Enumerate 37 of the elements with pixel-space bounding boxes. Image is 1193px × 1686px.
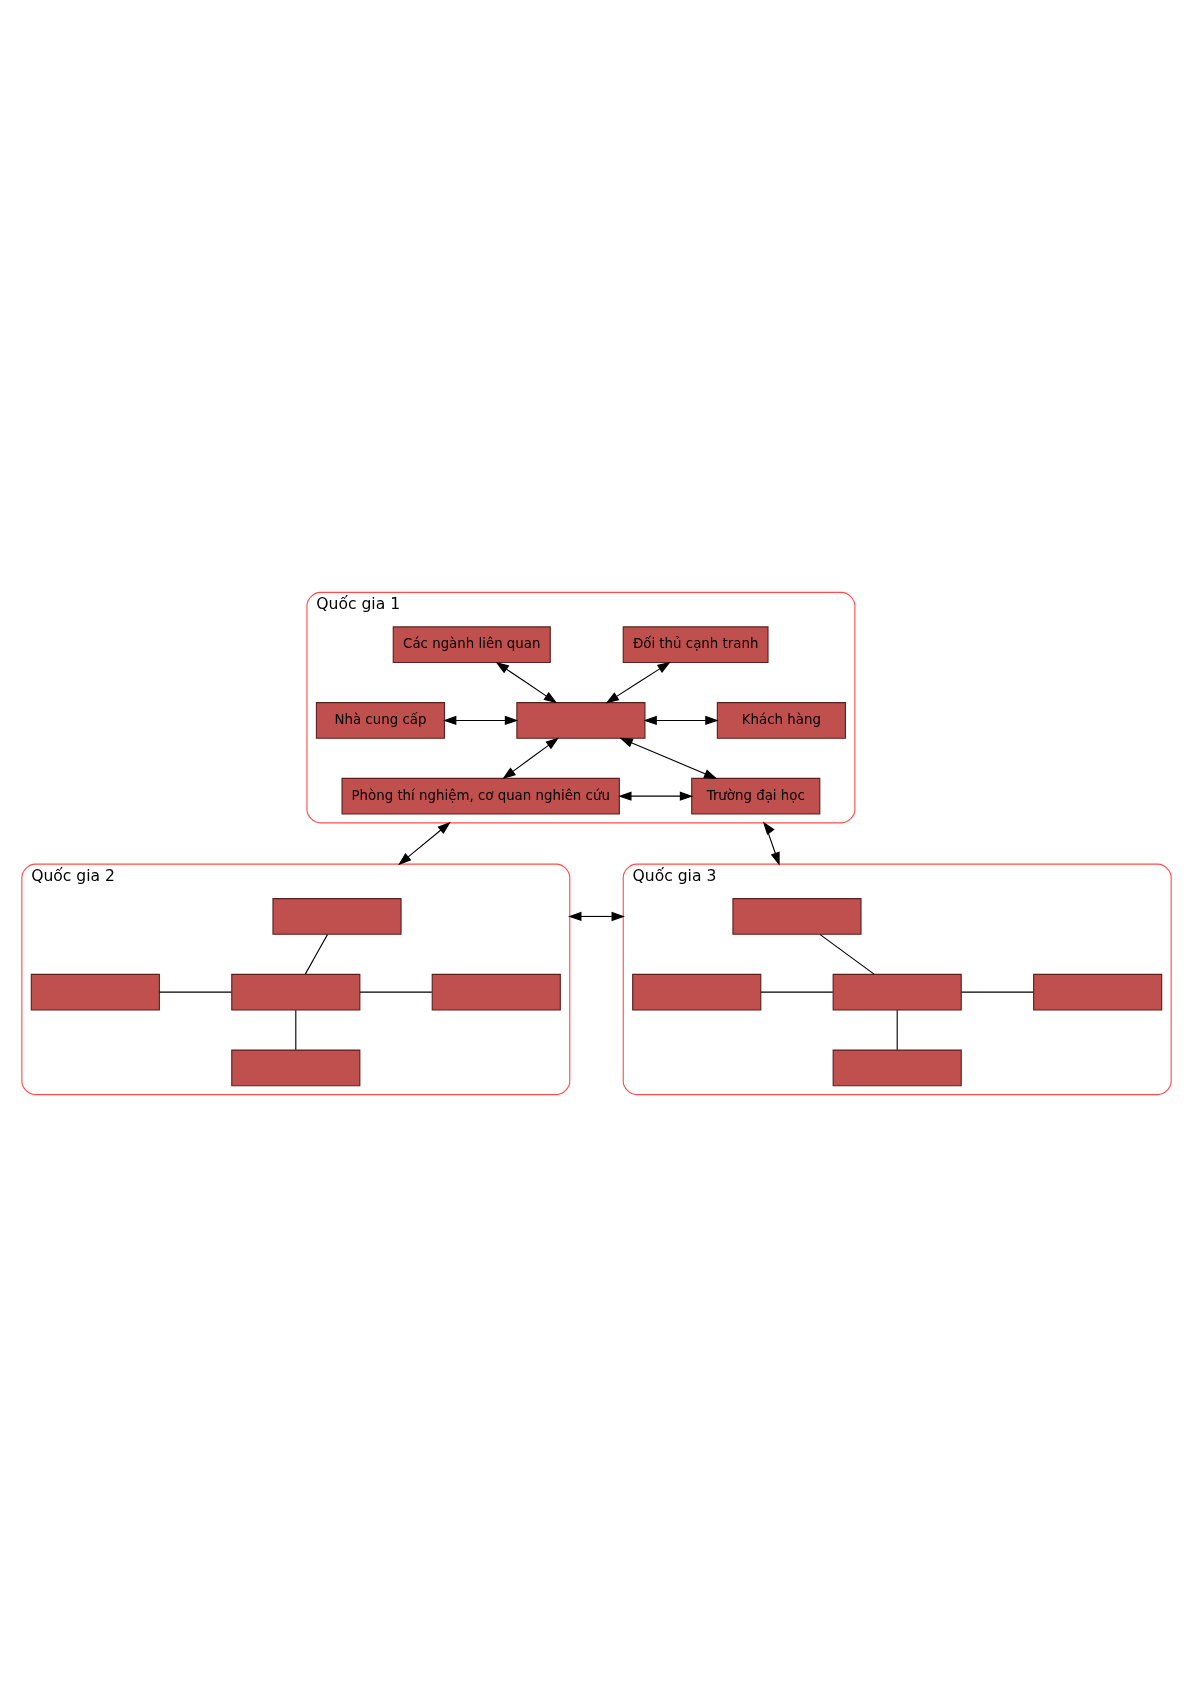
arrow — [495, 661, 558, 703]
node-box: Phòng thí nghiệm, cơ quan nghiên cứu — [341, 777, 620, 815]
node-box — [732, 897, 862, 935]
arrow — [619, 737, 718, 779]
connector — [819, 933, 875, 975]
node-box — [231, 1049, 361, 1086]
node-box: Khách hàng — [716, 701, 846, 739]
connector — [960, 991, 1034, 993]
node-box: Các ngành liên quan — [392, 625, 551, 663]
arrow — [443, 715, 519, 725]
arrow — [605, 661, 671, 703]
node-box — [30, 973, 160, 1011]
node-box: Đối thủ cạnh tranh — [622, 625, 769, 663]
node-box — [632, 973, 762, 1011]
node-box — [516, 701, 646, 739]
cluster: Quốc gia 2 — [21, 863, 571, 1095]
arrow — [502, 737, 560, 779]
arrow — [568, 911, 625, 921]
connector — [295, 1009, 297, 1050]
arrow — [618, 791, 694, 801]
node-box — [1033, 973, 1163, 1011]
arrow — [762, 821, 780, 866]
node-box — [832, 973, 962, 1011]
node-box — [832, 1049, 962, 1086]
connector — [304, 933, 328, 975]
cluster: Quốc gia 3 — [622, 863, 1172, 1095]
connector — [359, 991, 433, 993]
connector — [760, 991, 834, 993]
connector — [896, 1009, 898, 1050]
node-box — [431, 973, 561, 1011]
connector — [159, 991, 232, 993]
node-box: Nhà cung cấp — [315, 701, 446, 739]
node-box — [231, 973, 361, 1011]
node-box: Trường đại học — [691, 777, 821, 815]
arrow — [398, 821, 451, 865]
node-box — [272, 897, 402, 935]
arrow — [643, 715, 719, 725]
